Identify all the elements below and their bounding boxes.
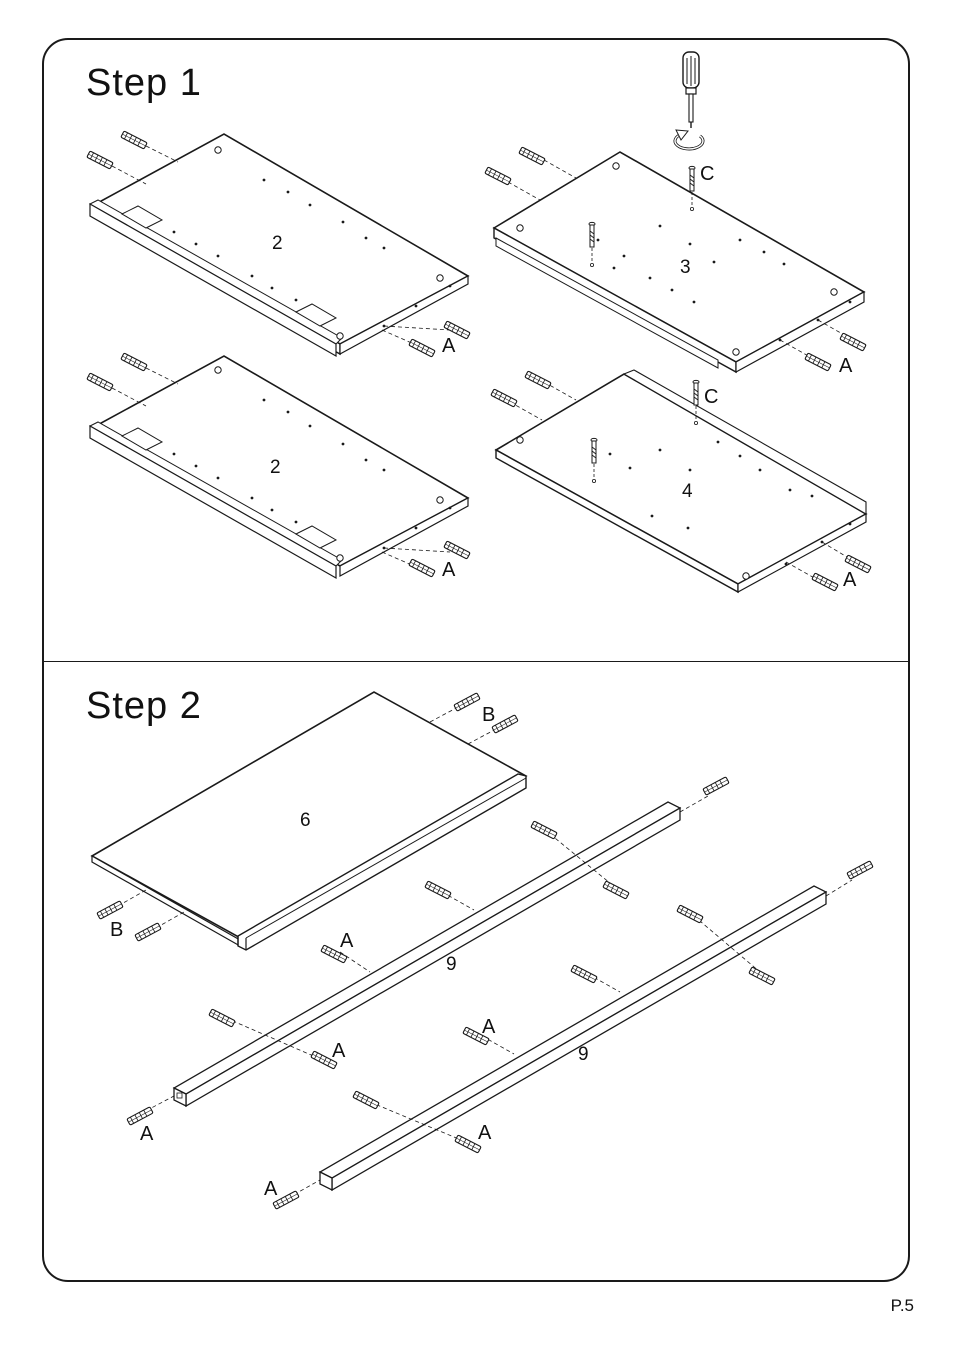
panel-3 [494, 152, 864, 372]
dowel-a-label-9: A [478, 1122, 492, 1144]
dowel-a-label-5: A [340, 930, 354, 952]
dowel-a-label-2: A [442, 559, 456, 581]
dowel-a-label-7: A [140, 1123, 154, 1145]
part-2-label-second: 2 [270, 457, 281, 478]
dowel-b-label: B [482, 704, 495, 726]
part-2-label: 2 [272, 233, 283, 254]
dowel-a-label-3: A [839, 355, 853, 377]
screwdriver-icon [683, 52, 699, 128]
part-9-label-2: 9 [578, 1044, 589, 1065]
dowel-b-label-2: B [110, 919, 123, 941]
dowel-a-label: A [442, 335, 456, 357]
rail-9-lower [320, 886, 826, 1190]
part-3-label: 3 [680, 257, 691, 278]
part-6-label: 6 [300, 810, 311, 831]
part-4-label: 4 [682, 481, 693, 502]
dowel-a-label-10: A [264, 1178, 278, 1200]
dowel-a-label-6: A [332, 1040, 346, 1062]
dowel-a-label-4: A [843, 569, 857, 591]
cam-c-label: C [700, 163, 714, 185]
part-9-label: 9 [446, 954, 457, 975]
cam-c-label-2: C [704, 386, 718, 408]
dowel-a-label-8: A [482, 1016, 496, 1038]
rotation-arrow-icon [675, 130, 703, 149]
panel-4 [496, 370, 866, 592]
